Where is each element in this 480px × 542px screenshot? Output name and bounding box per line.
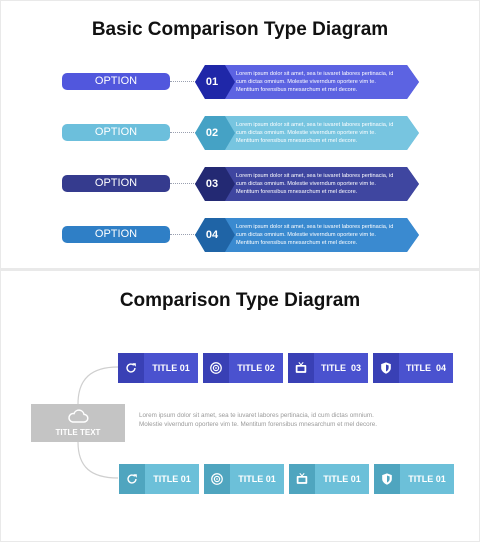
shield-icon [374,464,400,494]
connector-lines [77,366,119,479]
title-box-top-4[interactable]: TITLE 04 [373,353,453,383]
target-icon [204,464,230,494]
title-box-bottom-3[interactable]: TITLE 01 [289,464,369,494]
option-pill[interactable]: OPTION [62,175,170,192]
center-title-box[interactable]: TITLE TEXT [31,404,125,442]
option-number: 01 [205,76,219,88]
option-row-1: OPTION 01 Lorem ipsum dolor sit amet, se… [1,65,479,99]
slide-title: Basic Comparison Type Diagram [91,19,389,40]
dotted-connector [170,81,200,82]
slide-comparison: Comparison Type Diagram TITLE 01 TITLE 0… [1,271,479,541]
refresh-icon [119,464,145,494]
option-pill[interactable]: OPTION [62,73,170,90]
shield-icon [373,353,399,383]
dotted-connector [170,183,200,184]
dotted-connector [170,132,200,133]
option-number: 04 [205,229,219,241]
title-box-label: TITLE 01 [408,474,446,484]
target-icon [203,353,229,383]
option-row-4: OPTION 04 Lorem ipsum dolor sit amet, se… [1,218,479,252]
slide-basic-comparison: Basic Comparison Type Diagram OPTION 01 … [1,1,479,268]
title-box-top-1[interactable]: TITLE 01 [118,353,198,383]
title-box-label: TITLE 02 [237,363,275,373]
option-description: Lorem ipsum dolor sit amet, sea te iuvar… [236,71,394,93]
option-number: 03 [205,178,219,190]
option-description: Lorem ipsum dolor sit amet, sea te iuvar… [236,122,394,144]
center-title-label: TITLE TEXT [55,428,101,437]
option-number: 02 [205,127,219,139]
option-arrow-banner [195,167,419,201]
option-row-2: OPTION 02 Lorem ipsum dolor sit amet, se… [1,116,479,150]
cloud-icon [68,409,89,423]
title-box-top-2[interactable]: TITLE 02 [203,353,283,383]
option-description: Lorem ipsum dolor sit amet, sea te iuvar… [236,173,394,195]
option-pill[interactable]: OPTION [62,226,170,243]
option-arrow-banner [195,65,419,99]
slide-title: Comparison Type Diagram [119,290,361,311]
title-box-label: TITLE 01 [238,474,276,484]
option-arrow-banner [195,116,419,150]
title-box-bottom-2[interactable]: TITLE 01 [204,464,284,494]
title-box-label: TITLE 03 [320,363,361,373]
description-text: Lorem ipsum dolor sit amet, sea te iuvar… [139,412,377,428]
title-box-label: TITLE 01 [153,474,191,484]
title-box-label: TITLE 01 [152,363,190,373]
title-box-top-3[interactable]: TITLE 03 [288,353,368,383]
option-description: Lorem ipsum dolor sit amet, sea te iuvar… [236,224,394,246]
tv-icon [289,464,315,494]
option-arrow-banner [195,218,419,252]
tv-icon [288,353,314,383]
title-box-bottom-4[interactable]: TITLE 01 [374,464,454,494]
option-pill[interactable]: OPTION [62,124,170,141]
title-box-label: TITLE 04 [405,363,446,373]
title-box-bottom-1[interactable]: TITLE 01 [119,464,199,494]
refresh-icon [118,353,144,383]
option-row-3: OPTION 03 Lorem ipsum dolor sit amet, se… [1,167,479,201]
title-box-label: TITLE 01 [323,474,361,484]
dotted-connector [170,234,200,235]
